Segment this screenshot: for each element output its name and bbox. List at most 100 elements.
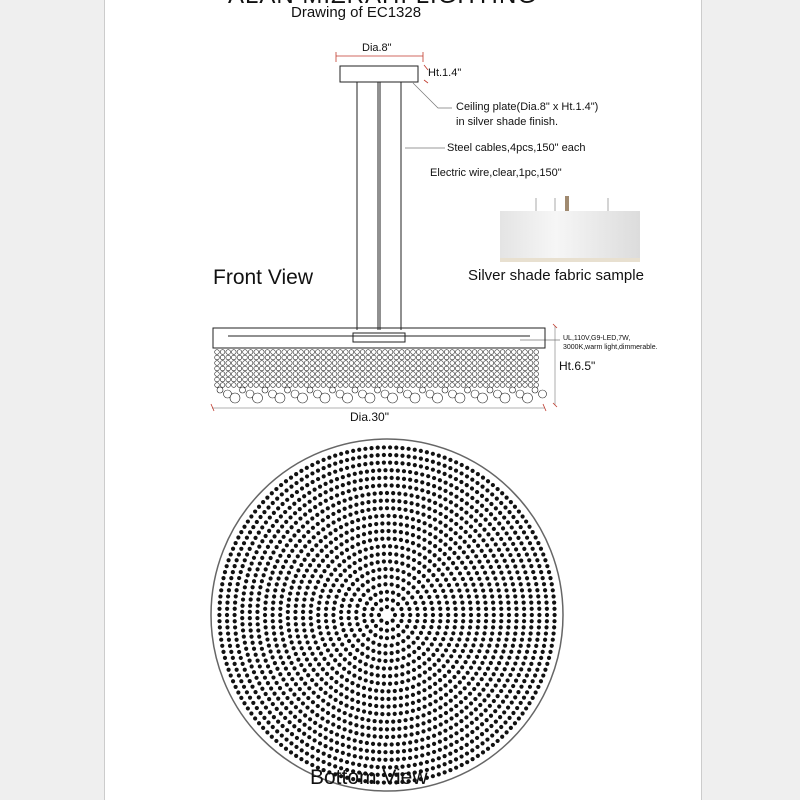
ring-crystal: [387, 681, 393, 686]
ring-crystal: [350, 681, 355, 686]
ring-crystal: [513, 661, 518, 666]
ring-crystal: [515, 570, 520, 575]
ring-crystal: [464, 751, 470, 756]
ring-crystal: [435, 631, 440, 636]
ring-crystal: [371, 640, 376, 645]
ring-crystal: [524, 576, 530, 581]
ring-crystal: [255, 609, 260, 614]
ring-crystal: [430, 451, 435, 456]
ring-crystal: [375, 673, 380, 678]
crystal: [220, 371, 226, 377]
ring-crystal: [416, 569, 422, 575]
crystal: [466, 382, 472, 388]
ring-crystal: [381, 460, 386, 465]
ring-crystal: [514, 619, 519, 624]
crystal: [505, 349, 511, 355]
ring-crystal: [537, 606, 542, 611]
ring-crystal: [477, 533, 482, 538]
crystal: [220, 376, 226, 383]
ring-crystal: [270, 606, 275, 611]
ring-crystal: [481, 637, 486, 642]
ring-crystal: [508, 672, 513, 678]
ring-crystal: [224, 661, 229, 666]
crystal-drop: [351, 386, 359, 394]
ring-crystal: [397, 491, 402, 496]
ring-crystal: [443, 702, 448, 707]
ring-crystal: [354, 715, 359, 720]
crystal: [472, 376, 478, 383]
ring-crystal: [551, 594, 556, 599]
crystal: [382, 376, 388, 383]
ring-crystal: [538, 546, 544, 551]
crystal: [270, 382, 276, 388]
ring-crystal: [310, 651, 315, 656]
ring-crystal: [473, 518, 478, 523]
crystal: [231, 371, 237, 377]
ring-crystal: [468, 606, 473, 611]
ring-crystal: [518, 643, 523, 648]
ring-crystal: [350, 528, 355, 533]
ring-crystal: [249, 664, 254, 669]
ring-crystal: [356, 691, 361, 696]
ring-crystal: [271, 625, 276, 630]
ring-crystal: [499, 553, 505, 558]
crystal: [410, 376, 416, 383]
ring-crystal: [233, 625, 238, 630]
ring-crystal: [310, 479, 315, 485]
ring-crystal: [549, 582, 554, 587]
ring-crystal: [378, 719, 383, 724]
ring-crystal: [250, 684, 255, 689]
ring-crystal: [523, 570, 528, 575]
ring-crystal: [384, 498, 390, 503]
crystal: [309, 360, 315, 366]
crystal: [500, 376, 506, 383]
ring-crystal: [324, 600, 330, 605]
ring-crystal: [474, 509, 479, 514]
ring-crystal: [454, 659, 459, 664]
ring-crystal: [386, 704, 391, 709]
crystal: [253, 354, 259, 361]
ring-crystal: [310, 700, 316, 705]
ring-crystal: [442, 673, 447, 679]
crystal: [225, 371, 231, 377]
crystal: [371, 371, 377, 377]
ring-crystal: [438, 606, 443, 611]
crystal: [354, 365, 360, 372]
ring-crystal: [248, 622, 253, 627]
ring-crystal: [454, 566, 459, 571]
ring-crystal: [217, 606, 222, 611]
ring-crystal: [495, 643, 500, 648]
ring-crystal: [286, 622, 291, 627]
ring-crystal: [459, 462, 464, 468]
ring-crystal: [263, 658, 268, 663]
crystal: [511, 360, 517, 366]
ring-crystal: [383, 742, 388, 747]
ring-crystal: [467, 691, 473, 696]
ring-crystal: [351, 769, 356, 774]
ring-crystal: [537, 612, 542, 618]
ring-crystal: [485, 746, 491, 751]
ring-crystal: [375, 780, 380, 785]
crystal: [348, 360, 355, 366]
ring-crystal: [401, 484, 407, 489]
ring-crystal: [347, 603, 352, 608]
ring-crystal: [453, 684, 458, 689]
ring-crystal: [491, 655, 496, 660]
ring-crystal: [361, 612, 366, 618]
crystal: [455, 376, 461, 383]
ring-crystal: [427, 719, 432, 724]
ring-crystal: [411, 566, 416, 571]
ring-crystal: [475, 472, 480, 477]
crystal: [376, 354, 383, 361]
ring-crystal: [315, 460, 320, 465]
crystal-drop: [216, 386, 224, 394]
ring-crystal: [324, 671, 330, 676]
ring-crystal: [318, 539, 323, 544]
crystal: [309, 371, 315, 377]
crystal: [477, 354, 483, 361]
ring-crystal: [427, 532, 433, 537]
ring-crystal: [377, 757, 382, 762]
ring-crystal: [344, 759, 350, 765]
ring-crystal: [454, 512, 459, 517]
ring-crystal: [260, 686, 265, 691]
